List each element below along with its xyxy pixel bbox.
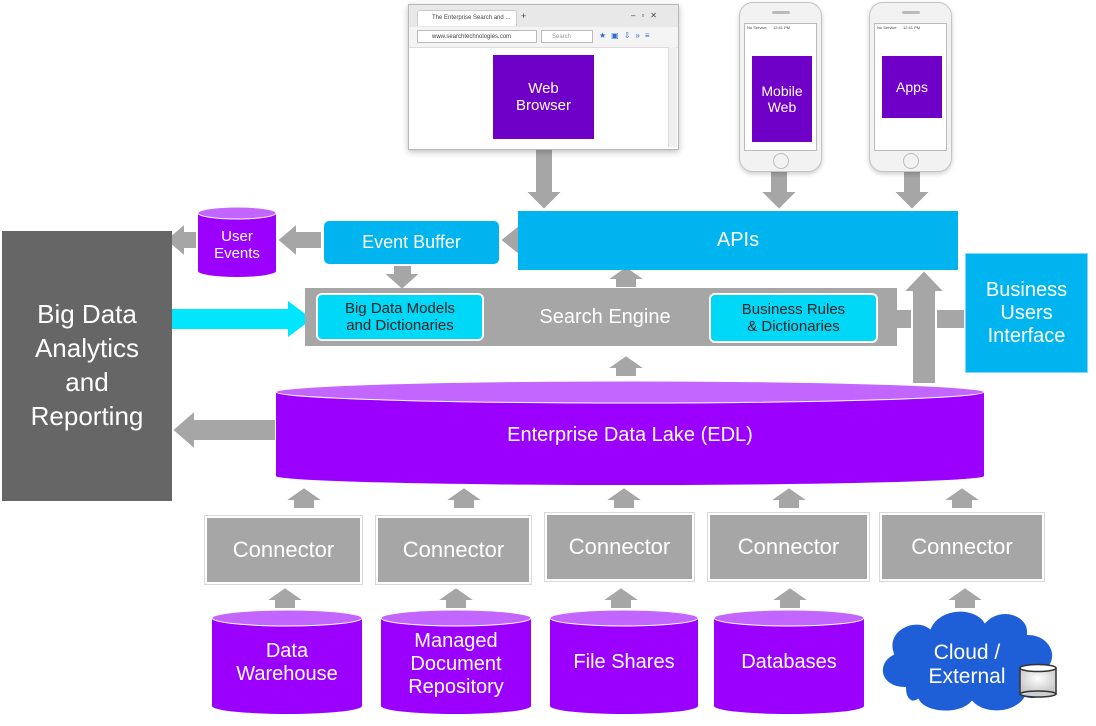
apps-screen: No Service 12:41 PM Apps bbox=[874, 23, 947, 151]
document-repository-cylinder bbox=[380, 609, 532, 714]
connector-3-to-edl-arrow bbox=[603, 486, 645, 510]
document-repository-label: Managed Document Repository bbox=[408, 629, 504, 698]
connector-2-to-edl-arrow bbox=[443, 486, 485, 510]
business-rules-box: Business Rules & Dictionaries bbox=[709, 293, 878, 343]
user-events-cylinder bbox=[197, 206, 277, 277]
apps-status-time: 12:41 PM bbox=[903, 25, 921, 30]
cloud-icon bbox=[880, 609, 1055, 713]
connector-databases: Connector bbox=[708, 513, 869, 581]
mobile-web-label: Mobile Web bbox=[752, 56, 812, 142]
connector-data-warehouse: Connector bbox=[205, 516, 362, 584]
source-3-to-connector-arrow bbox=[600, 586, 642, 610]
address-bar[interactable]: www.searchtechnologies.com bbox=[417, 30, 537, 43]
connector-5-to-edl-arrow bbox=[941, 486, 983, 510]
data-warehouse-cylinder bbox=[211, 609, 363, 714]
apis-box: APIs bbox=[518, 211, 958, 270]
phone-speaker bbox=[772, 11, 790, 14]
edl-cylinder bbox=[275, 380, 985, 485]
mobile-status-time: 12:41 PM bbox=[773, 25, 791, 30]
browser-tab[interactable]: The Enterprise Search and ... bbox=[417, 10, 517, 26]
browser-window: The Enterprise Search and ... + –▫✕ www.… bbox=[408, 4, 679, 150]
apps-phone: No Service 12:41 PM Apps bbox=[869, 2, 952, 172]
file-shares-cylinder bbox=[549, 609, 699, 714]
toolbar-icons[interactable]: ★▣⇩»≡ bbox=[599, 31, 655, 40]
business-users-interface-box: Business Users Interface bbox=[965, 253, 1088, 373]
databases-label: Databases bbox=[741, 650, 837, 673]
search-engine-title: Search Engine bbox=[539, 305, 671, 328]
connector-document-repository: Connector bbox=[376, 516, 531, 584]
window-controls[interactable]: –▫✕ bbox=[631, 11, 663, 20]
user-events-to-big-data-arrow bbox=[163, 220, 198, 260]
big-data-models-box: Big Data Models and Dictionaries bbox=[316, 293, 484, 341]
browser-scrollbar[interactable] bbox=[668, 47, 677, 147]
mobile-phone: No Service 12:41 PM Mobile Web bbox=[739, 2, 822, 172]
databases-cylinder bbox=[713, 609, 865, 714]
edl-to-search-engine-arrow bbox=[605, 354, 647, 378]
source-4-to-connector-arrow bbox=[769, 586, 811, 610]
big-data-analytics-box: Big Data Analytics and Reporting bbox=[2, 231, 172, 501]
cloud-external-label: Cloud / External bbox=[928, 640, 1006, 688]
home-button[interactable] bbox=[903, 153, 919, 169]
edl-label: Enterprise Data Lake (EDL) bbox=[507, 423, 753, 446]
mobile-status-left: No Service bbox=[747, 25, 767, 30]
connector-cloud: Connector bbox=[880, 513, 1044, 581]
connector-1-to-edl-arrow bbox=[283, 486, 325, 510]
big-data-to-models-arrow bbox=[172, 301, 312, 337]
edl-to-big-data-arrow bbox=[170, 407, 277, 453]
phone-speaker bbox=[902, 11, 920, 14]
apps-status-left: No Service bbox=[877, 25, 897, 30]
source-5-to-connector-arrow bbox=[944, 586, 986, 610]
event-buffer-to-user-events-arrow bbox=[275, 220, 323, 260]
new-tab-button[interactable]: + bbox=[521, 11, 527, 21]
edl-to-apis-side-arrow bbox=[900, 268, 948, 385]
disk-icon bbox=[1019, 663, 1057, 698]
web-browser-label: Web Browser bbox=[493, 55, 594, 139]
data-warehouse-label: Data Warehouse bbox=[236, 640, 338, 685]
source-1-to-connector-arrow bbox=[264, 586, 306, 610]
source-2-to-connector-arrow bbox=[435, 586, 477, 610]
connector-4-to-edl-arrow bbox=[768, 486, 810, 510]
event-buffer-to-search-engine-arrow bbox=[380, 264, 424, 292]
apps-label: Apps bbox=[882, 56, 942, 118]
user-events-label: User Events bbox=[214, 227, 260, 262]
connector-file-shares: Connector bbox=[545, 513, 694, 581]
home-button[interactable] bbox=[773, 153, 789, 169]
event-buffer-box: Event Buffer bbox=[322, 219, 501, 266]
file-shares-label: File Shares bbox=[573, 650, 675, 673]
search-input[interactable]: Search bbox=[541, 30, 593, 43]
mobile-screen: No Service 12:41 PM Mobile Web bbox=[744, 23, 817, 151]
